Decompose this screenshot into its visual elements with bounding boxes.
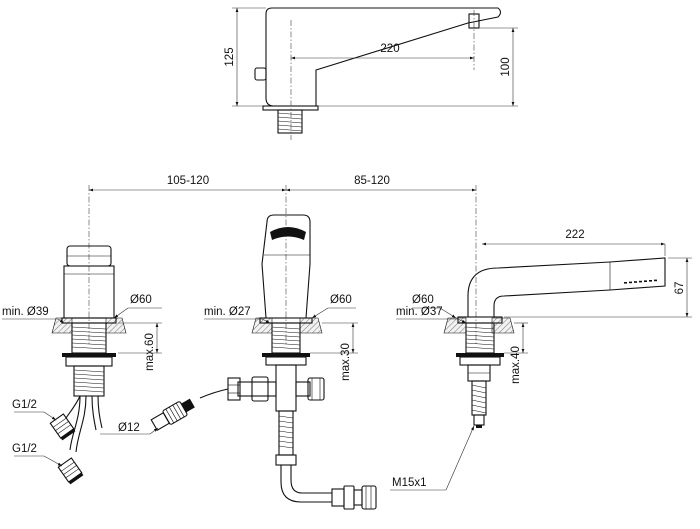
left-valve-max-thickness: max.60 <box>144 333 156 371</box>
center-spout-hose-inner <box>290 465 332 494</box>
left-valve-hose-a2 <box>75 395 87 453</box>
center-spout-hose-outer <box>280 465 332 503</box>
left-valve-fitting-upper <box>49 413 76 441</box>
spacing-dimensions: 105-120 85-120 <box>88 175 477 345</box>
left-valve-lower-thread <box>73 369 105 393</box>
left-valve-hose-a <box>69 395 81 451</box>
left-valve: G1/2 G1/2 Ø60 min. Ø39 max.60 <box>2 245 162 485</box>
left-valve-hose-c <box>65 395 81 419</box>
spout-side-base-plate <box>262 105 319 111</box>
center-spout-hole-dia: min. Ø27 <box>204 306 251 318</box>
center-spout-hose-nut-c <box>361 485 377 510</box>
center-spout-body <box>261 214 311 319</box>
hand-shower-rosette-dia: Ø60 <box>412 294 434 306</box>
center-spout-deck-left <box>251 317 273 334</box>
left-valve-hose-b2 <box>97 395 103 429</box>
center-spout-tee-left-collar <box>251 376 269 402</box>
left-valve-g12-lower: G1/2 <box>12 443 37 455</box>
center-spout-hose-fitting <box>331 488 345 507</box>
center-spout-deck-right <box>299 317 323 334</box>
hand-shower-nut <box>459 356 501 366</box>
dim-spacing-left: 105-120 <box>167 175 209 187</box>
center-spout-pipe <box>199 388 229 399</box>
hand-shower-max-thickness: max.40 <box>510 346 522 384</box>
hand-shower-deck-right <box>491 317 515 334</box>
center-spout-hose-nut-b <box>353 489 363 506</box>
hand-shower-washer <box>456 353 504 357</box>
hand-shower-hose-guide-thread <box>471 384 487 414</box>
spout-side-edge <box>315 22 469 71</box>
spout-side-body <box>265 7 502 107</box>
center-spout-tee-body <box>275 364 297 412</box>
left-valve-fitting-lower <box>57 457 84 485</box>
hand-shower-deck-left <box>443 317 467 334</box>
dim-outlet-100: 100 <box>500 57 512 76</box>
left-valve-shank-thread <box>71 326 107 350</box>
center-spout-outlet <box>270 227 306 240</box>
center-spout-lower-nut <box>275 454 297 466</box>
center-spout-tee-right-nut <box>307 377 325 401</box>
dim-height-125: 125 <box>224 47 236 66</box>
center-spout-pipe-fitting <box>150 398 195 431</box>
left-valve-nut <box>65 356 113 367</box>
right-hand-shower: 222 67 Ø60 min. Ø37 max.40 M15x1 <box>390 229 692 491</box>
dim-hand-shower-222: 222 <box>565 229 584 241</box>
hand-shower-hose-guide <box>471 380 487 416</box>
left-valve-washer <box>62 353 116 357</box>
center-spout-rosette-dia: Ø60 <box>330 294 352 306</box>
center-spout-nut <box>265 356 307 366</box>
left-valve-hole-dia: min. Ø39 <box>2 306 49 318</box>
hand-shower-hole-dia: min. Ø37 <box>396 306 443 318</box>
spout-side-knob <box>254 67 267 81</box>
left-valve-g12-upper: G1/2 <box>12 399 37 411</box>
left-valve-rosette-dia: Ø60 <box>130 294 152 306</box>
dim-reach-220: 220 <box>380 43 399 55</box>
dim-hand-shower-67: 67 <box>674 282 686 295</box>
hand-shower-body <box>467 257 666 318</box>
hand-shower-hose-thread: M15x1 <box>392 477 427 489</box>
left-valve-lower-body <box>73 365 105 397</box>
center-spout-pipe-dia: Ø12 <box>118 422 140 434</box>
center-spout-lower-thread <box>278 415 294 449</box>
center-spout-tee-left-arm <box>237 381 277 397</box>
hand-shower-shank-thread <box>465 326 495 350</box>
center-spout-shank-thread <box>271 326 301 350</box>
center-spout-washer <box>262 353 310 357</box>
spout-side-shank <box>277 109 303 134</box>
hand-shower-nozzles <box>624 279 657 284</box>
dim-spacing-right: 85-120 <box>354 175 390 187</box>
center-spout-max-thickness: max.30 <box>340 343 352 381</box>
hand-shower-hose-end <box>473 414 485 426</box>
center-spout-tee-right-arm <box>295 381 311 397</box>
left-valve-hose-b <box>91 395 97 431</box>
spout-side-thread <box>277 112 303 132</box>
hand-shower-hose-tip <box>476 425 482 428</box>
center-spout-hose-nut-a <box>343 485 355 510</box>
spout-side-view: 125 220 100 <box>224 7 518 140</box>
center-spout: Ø12 Ø60 min. Ø27 max.30 <box>100 214 377 510</box>
